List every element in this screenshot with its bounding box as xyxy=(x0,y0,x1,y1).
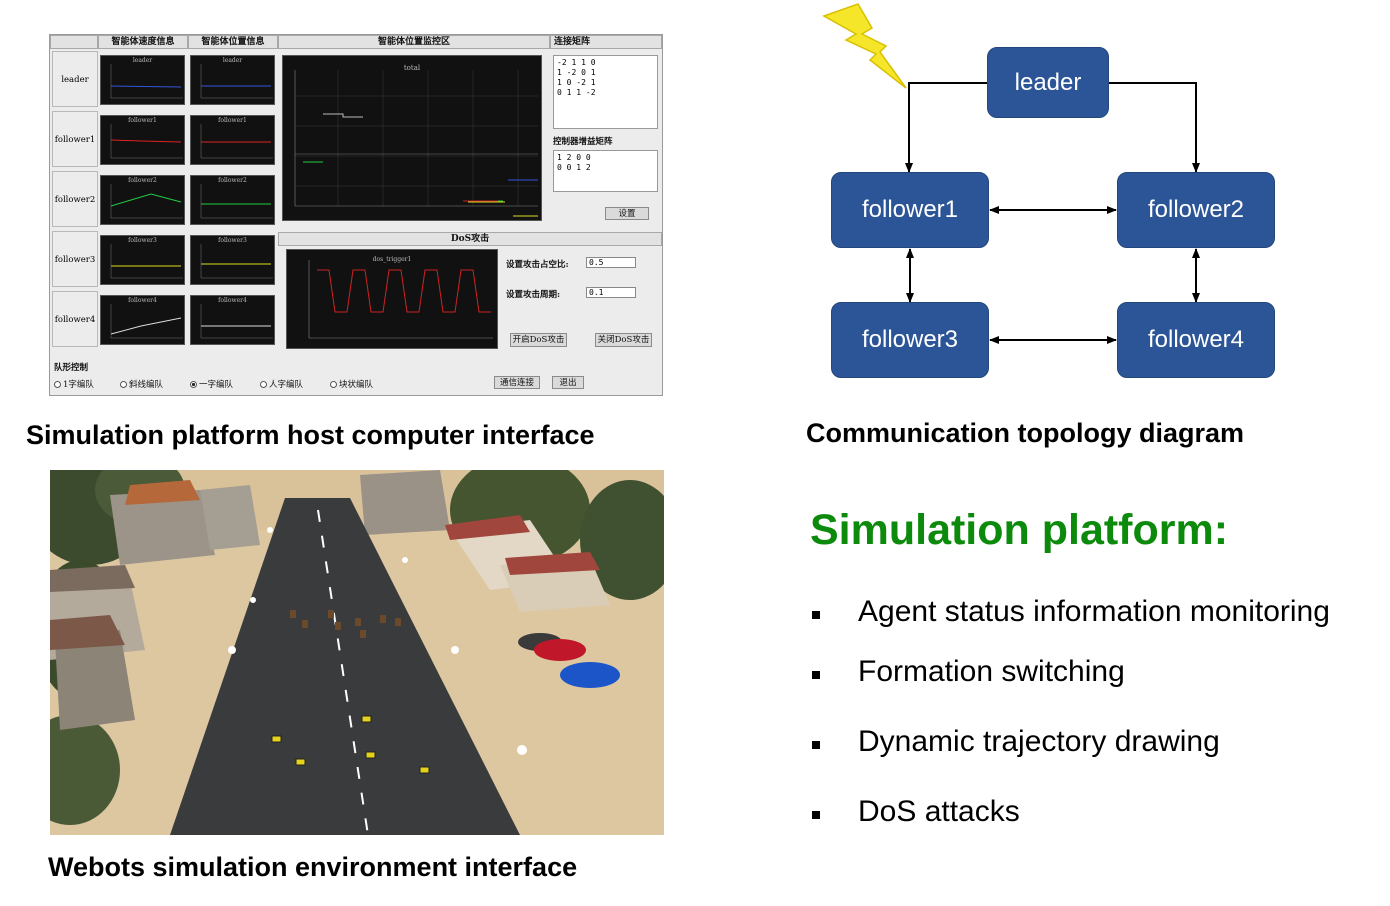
feature-item: Agent status information monitoring xyxy=(858,595,1330,628)
position-plot-leader: leader xyxy=(190,55,275,105)
monitor-header: 智能体位置监控区 xyxy=(278,35,550,49)
position-plot-follower3: follower3 xyxy=(190,235,275,285)
plot-title: follower3 xyxy=(218,237,247,244)
features-title: Simulation platform: xyxy=(810,506,1229,554)
feature-item: DoS attacks xyxy=(858,795,1020,828)
edge-leader-follower1 xyxy=(905,82,988,173)
plot-title: follower4 xyxy=(128,297,157,304)
position-plot-follower1: follower1 xyxy=(190,115,275,165)
radio-label: 1字编队 xyxy=(63,380,94,390)
plot-title: follower2 xyxy=(218,177,247,184)
radio-icon xyxy=(330,381,337,388)
radio-icon xyxy=(120,381,127,388)
gain-matrix-label: 控制器增益矩阵 xyxy=(553,137,613,147)
matrix-header: 连接矩阵 xyxy=(550,35,662,49)
bullet-icon xyxy=(812,811,820,819)
stop-dos-button[interactable]: 关闭DoS攻击 xyxy=(595,333,652,347)
formation-radio-4[interactable]: 块状编队 xyxy=(330,378,373,390)
duty-cycle-input[interactable]: 0.5 xyxy=(586,257,636,268)
topology-diagram xyxy=(822,3,1200,344)
radio-label: 人字编队 xyxy=(269,380,304,390)
feature-item: Formation switching xyxy=(858,655,1125,688)
plot-title: leader xyxy=(132,57,153,64)
position-plot-follower4: follower4 xyxy=(190,295,275,345)
node-follower1: follower1 xyxy=(831,172,989,248)
radio-icon xyxy=(54,381,61,388)
plot-title: follower1 xyxy=(128,117,157,124)
duty-cycle-label: 设置攻击占空比: xyxy=(506,260,569,270)
plot-title: follower1 xyxy=(218,117,247,124)
formation-radio-3[interactable]: 人字编队 xyxy=(260,378,303,390)
topology-caption: Communication topology diagram xyxy=(806,418,1245,448)
agent-label: leader xyxy=(52,51,98,107)
gain-matrix-textarea[interactable]: 1 2 0 0 0 0 1 2 xyxy=(553,150,658,192)
lightning-bolt-icon xyxy=(822,3,907,89)
edge-leader-follower2 xyxy=(1108,82,1200,173)
host-computer-interface: 智能体速度信息 智能体位置信息 智能体位置监控区 连接矩阵 leader fol… xyxy=(49,34,663,396)
period-input[interactable]: 0.1 xyxy=(586,287,636,298)
exit-button[interactable]: 退出 xyxy=(552,376,584,389)
plot-title: follower4 xyxy=(218,297,247,304)
node-leader: leader xyxy=(987,47,1109,118)
agent-label: follower1 xyxy=(52,111,98,167)
period-label: 设置攻击周期: xyxy=(506,290,561,300)
connect-button[interactable]: 通信连接 xyxy=(494,376,540,389)
host-caption: Simulation platform host computer interf… xyxy=(26,420,595,450)
start-dos-button[interactable]: 开启DoS攻击 xyxy=(510,333,567,347)
velocity-plot-follower2: follower2 xyxy=(100,175,185,225)
plot-title: total xyxy=(403,64,421,72)
radio-selected-icon xyxy=(190,381,197,388)
velocity-plot-follower4: follower4 xyxy=(100,295,185,345)
feature-item: Dynamic trajectory drawing xyxy=(858,725,1220,758)
formation-radio-1[interactable]: 斜线编队 xyxy=(120,378,163,390)
plot-title: leader xyxy=(222,57,243,64)
plot-title: follower2 xyxy=(128,177,157,184)
node-follower2: follower2 xyxy=(1117,172,1275,248)
node-follower4: follower4 xyxy=(1117,302,1275,378)
connection-matrix-textarea[interactable]: -2 1 1 0 1 -2 0 1 1 0 -2 1 0 1 1 -2 xyxy=(553,55,658,129)
set-button[interactable]: 设置 xyxy=(605,207,649,220)
plot-title: dos_trigger1 xyxy=(372,256,412,263)
plot-title: follower3 xyxy=(128,237,157,244)
velocity-plot-follower1: follower1 xyxy=(100,115,185,165)
position-monitor-plot: total xyxy=(282,55,542,221)
webots-caption: Webots simulation environment interface xyxy=(48,852,578,882)
radio-icon xyxy=(260,381,267,388)
dos-header: DoS攻击 xyxy=(278,232,662,246)
agent-label: follower3 xyxy=(52,231,98,287)
corner-header xyxy=(50,35,98,49)
agent-label: follower2 xyxy=(52,171,98,227)
bullet-icon xyxy=(812,611,820,619)
position-plot-follower2: follower2 xyxy=(190,175,275,225)
velocity-header: 智能体速度信息 xyxy=(98,35,188,49)
node-follower3: follower3 xyxy=(831,302,989,378)
formation-radio-0[interactable]: 1字编队 xyxy=(54,378,94,390)
velocity-plot-leader: leader xyxy=(100,55,185,105)
bullet-icon xyxy=(812,741,820,749)
radio-label: 块状编队 xyxy=(339,380,374,390)
position-header: 智能体位置信息 xyxy=(188,35,278,49)
radio-label: 一字编队 xyxy=(199,380,234,390)
formation-radio-2[interactable]: 一字编队 xyxy=(190,378,233,390)
bullet-icon xyxy=(812,671,820,679)
agent-label: follower4 xyxy=(52,291,98,347)
radio-label: 斜线编队 xyxy=(129,380,164,390)
webots-scene xyxy=(50,470,664,835)
formation-label: 队形控制 xyxy=(54,363,89,373)
velocity-plot-follower3: follower3 xyxy=(100,235,185,285)
dos-trigger-plot: dos_trigger1 xyxy=(286,249,498,349)
